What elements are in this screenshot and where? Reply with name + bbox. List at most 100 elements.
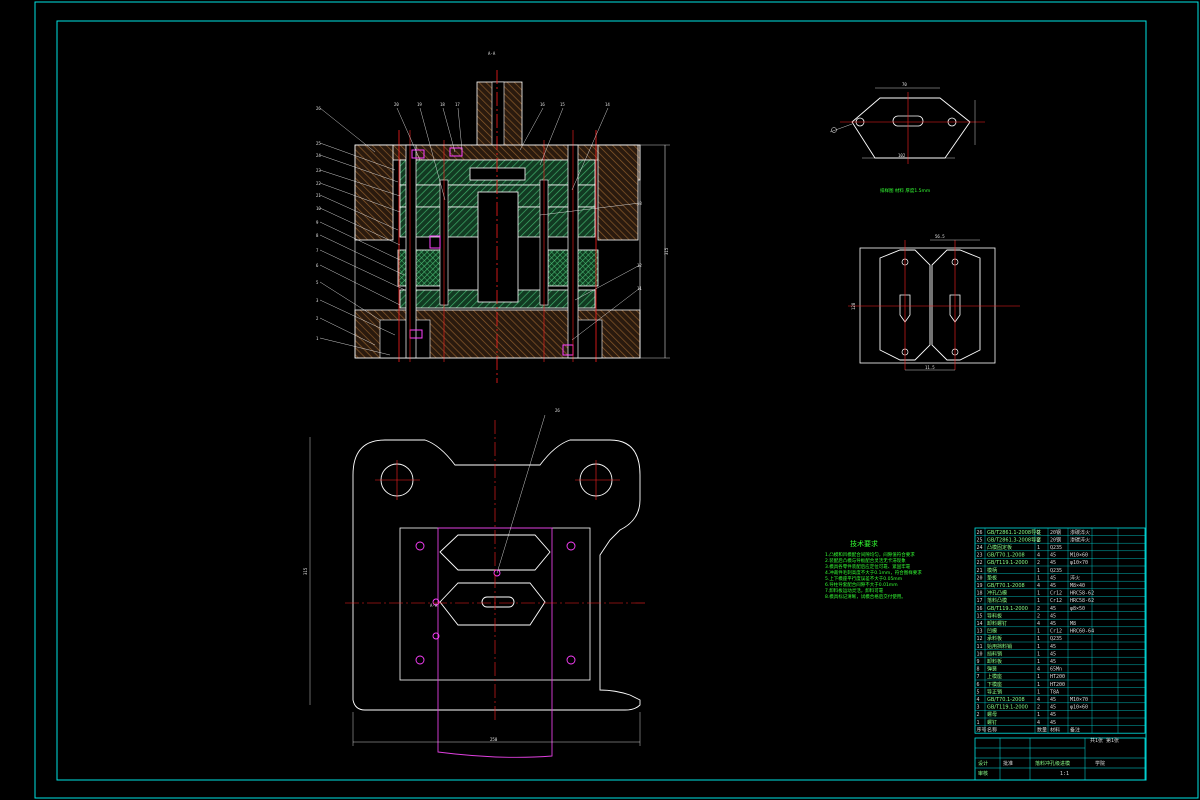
plan-view: 26 315 250 A-A xyxy=(303,408,645,758)
bom-cell: 13 xyxy=(977,629,983,635)
bom-cell: φ10×70 xyxy=(1070,560,1088,566)
bom-cell: 12 xyxy=(977,636,983,642)
bom-cell: 始用挡料销 xyxy=(987,643,1012,650)
bom-cell: GB/T119.1-2000 xyxy=(987,606,1028,612)
part-drawing: 70 102 xyxy=(829,82,985,164)
bom-cell: 25 xyxy=(977,537,983,543)
bom-cell: 卸料螺钉 xyxy=(987,620,1007,627)
section-view: A-A xyxy=(316,51,670,383)
title-checker: 审核 xyxy=(978,770,988,777)
part-label: 14 xyxy=(605,102,610,107)
bom-cell: 2 xyxy=(1037,530,1040,536)
part-label: 18 xyxy=(440,102,445,107)
part-label: 20 xyxy=(394,102,399,107)
bom-cell: 4 xyxy=(1037,621,1040,627)
bom-cell: 20钢 xyxy=(1050,529,1061,536)
bom-cell: 23 xyxy=(977,553,983,559)
bom-cell: 2 xyxy=(977,712,980,718)
main-height-dim: 315 xyxy=(664,247,669,255)
bom-cell: 渗碳淬火 xyxy=(1070,529,1090,536)
tech-notes-title: 技术要求 xyxy=(850,539,878,548)
bom-cell: 导正销 xyxy=(987,688,1002,695)
part-label: 23 xyxy=(316,168,321,173)
tech-note-line: 6.导柱导套配合间隙不大于0.01mm xyxy=(825,581,898,588)
bom-cell: 1 xyxy=(1037,629,1040,635)
bom-cell: 4 xyxy=(1037,583,1040,589)
bom-cell: φ8×50 xyxy=(1070,606,1085,612)
bom-cell: M10×70 xyxy=(1070,697,1088,703)
part-label: 19 xyxy=(417,102,422,107)
bom-cell: 4 xyxy=(1037,697,1040,703)
bom-cell: 1 xyxy=(1037,682,1040,688)
part-label: 26 xyxy=(316,106,321,111)
bom-cell: 落料凸模 xyxy=(987,597,1007,604)
strip-height-dim: 128 xyxy=(851,302,856,310)
part-label: 24 xyxy=(316,153,321,158)
part-label: 12 xyxy=(637,263,642,268)
bom-cell: 45 xyxy=(1050,606,1056,612)
bom-cell: Q235 xyxy=(1050,545,1062,551)
bom-cell: 17 xyxy=(977,598,983,604)
tech-note-line: 4.冲裁件毛刺高度不大于0.1mm，符合图样要求 xyxy=(825,569,922,576)
bom-header-cell: 名称 xyxy=(987,726,997,733)
title-school: 学院 xyxy=(1095,760,1105,767)
bom-cell: 6 xyxy=(977,682,980,688)
bom-cell: 下模座 xyxy=(987,681,1002,688)
tech-note-line: 3.模具各零件装配后应定位可靠、紧固牢靠 xyxy=(825,563,911,570)
bom-cell: 9 xyxy=(977,659,980,665)
tech-note-line: 7.卸料板运动灵活，卸料可靠 xyxy=(825,587,884,594)
part-label: 7 xyxy=(316,248,319,253)
bom-cell: 20钢 xyxy=(1050,536,1061,543)
bom-cell: 21 xyxy=(977,568,983,574)
bom-cell: 18 xyxy=(977,591,983,597)
bom-cell: 2 xyxy=(1037,606,1040,612)
bom-cell: φ10×60 xyxy=(1070,705,1088,711)
bom-cell: 45 xyxy=(1050,553,1056,559)
inner-frame xyxy=(56,20,1147,781)
part-label-group: 26 25 24 23 22 21 10 9 8 7 6 5 3 2 1 20 … xyxy=(316,102,642,341)
bom-cell: 2 xyxy=(1037,537,1040,543)
bom-cell: 10 xyxy=(977,651,983,657)
part-label: 6 xyxy=(316,263,319,268)
bom-cell: 3 xyxy=(977,705,980,711)
bom-cell: 1 xyxy=(977,720,980,726)
bom-cell: 垫板 xyxy=(987,574,997,581)
bom-cell: GB/T119.1-2000 xyxy=(987,560,1028,566)
strip-pitch-dim: 56.5 xyxy=(935,234,945,239)
bom-cell: Q235 xyxy=(1050,636,1062,642)
bom-cell: 26 xyxy=(977,530,983,536)
bom-cell: HRC58-62 xyxy=(1070,598,1094,604)
bom-cell: 1 xyxy=(1037,659,1040,665)
bom-cell: 45 xyxy=(1050,560,1056,566)
bom-cell: 45 xyxy=(1050,712,1056,718)
bom-cell: 承料板 xyxy=(987,635,1002,642)
bom-cell: 4 xyxy=(1037,553,1040,559)
bom-cell: Cr12 xyxy=(1050,598,1062,604)
bom-cell: GB/T119.1-2000 xyxy=(987,705,1028,711)
bom-cell: 45 xyxy=(1050,720,1056,726)
bom-cell: HT200 xyxy=(1050,674,1065,680)
bom-cell: 45 xyxy=(1050,575,1056,581)
bom-cell: 8 xyxy=(977,667,980,673)
bom-cell: 导料板 xyxy=(987,612,1002,619)
title-scale: 1:1 xyxy=(1060,771,1069,777)
bom-cell: HRC58-62 xyxy=(1070,591,1094,597)
bom-cell: 1 xyxy=(1037,545,1040,551)
tech-note-line: 2.装配后凸模与导板配合灵活无卡滞现象 xyxy=(825,557,906,564)
bom-cell: 1 xyxy=(1037,674,1040,680)
plan-height-dim: 315 xyxy=(303,567,308,575)
part-width-dim: 70 xyxy=(902,82,907,87)
bom-cell: 24 xyxy=(977,545,983,551)
bom-cell: 45 xyxy=(1050,621,1056,627)
bom-cell: T8A xyxy=(1050,689,1059,695)
bom-cell: 7 xyxy=(977,674,980,680)
bom-cell: 45 xyxy=(1050,613,1056,619)
part-label: 9 xyxy=(316,220,319,225)
bom-cell: 渗碳淬火 xyxy=(1070,536,1090,543)
bom-cell: 螺钉 xyxy=(987,719,997,726)
bom-cell: 凹模 xyxy=(987,628,997,635)
part-label: 11 xyxy=(637,286,642,291)
bom-cell: M8 xyxy=(1070,621,1076,627)
bom-cell: 65Mn xyxy=(1050,667,1062,673)
bom-cell: 2 xyxy=(1037,613,1040,619)
